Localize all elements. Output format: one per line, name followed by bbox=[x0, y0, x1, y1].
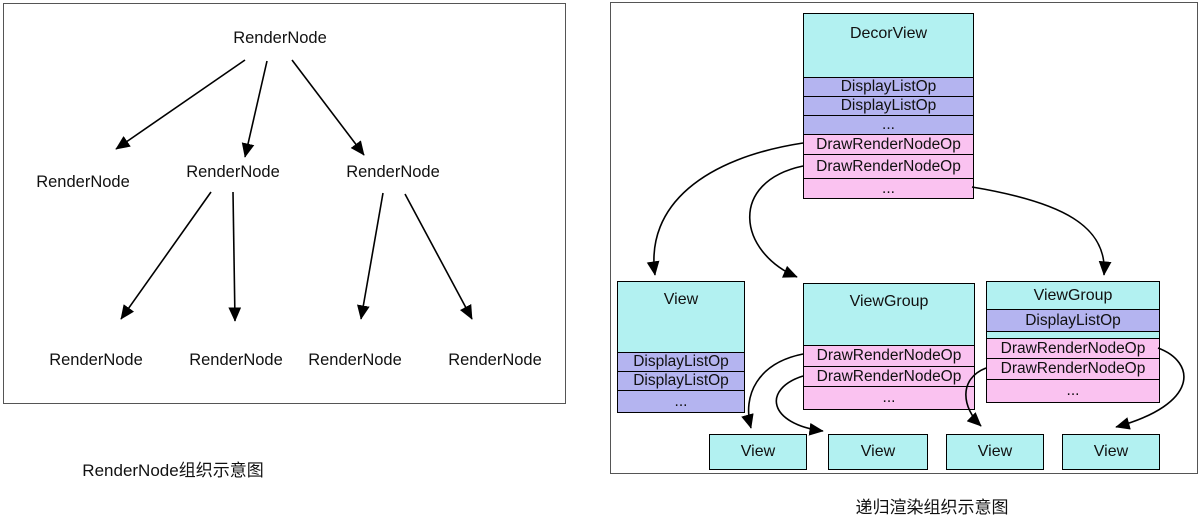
drawrendernodeop-row: DrawRenderNodeOp bbox=[804, 366, 974, 386]
ellipsis-row: ... bbox=[618, 390, 744, 412]
viewgroup-title: ViewGroup bbox=[987, 282, 1159, 309]
drawrendernodeop-row: DrawRenderNodeOp bbox=[804, 154, 973, 178]
left-diagram-caption: RenderNode组织示意图 bbox=[82, 461, 264, 480]
leaf-view-box: View bbox=[946, 434, 1044, 470]
tree-level3-node: RenderNode bbox=[49, 351, 143, 369]
viewgroup-title: ViewGroup bbox=[804, 284, 974, 345]
displaylistop-row: DisplayListOp bbox=[618, 352, 744, 371]
viewgroup-stack-right: ViewGroup DisplayListOp DrawRenderNodeOp… bbox=[986, 281, 1160, 403]
leaf-view-box: View bbox=[709, 434, 807, 470]
right-diagram-caption: 递归渲染组织示意图 bbox=[855, 498, 1009, 517]
tree-root-node: RenderNode bbox=[233, 29, 327, 47]
tree-level2-node: RenderNode bbox=[36, 173, 130, 191]
leaf-view-box: View bbox=[1062, 434, 1160, 470]
tree-level3-node: RenderNode bbox=[189, 351, 283, 369]
ellipsis-row: ... bbox=[987, 379, 1159, 402]
tree-level3-node: RenderNode bbox=[448, 351, 542, 369]
tree-level3-node: RenderNode bbox=[308, 351, 402, 369]
viewgroup-stack-middle: ViewGroup DrawRenderNodeOp DrawRenderNod… bbox=[803, 283, 975, 410]
drawrendernodeop-row: DrawRenderNodeOp bbox=[987, 358, 1159, 379]
displaylistop-row: DisplayListOp bbox=[804, 96, 973, 115]
ellipsis-row: ... bbox=[804, 386, 974, 409]
rendernode-tree-panel bbox=[3, 3, 566, 404]
drawrendernodeop-row: DrawRenderNodeOp bbox=[804, 345, 974, 366]
tree-level2-node: RenderNode bbox=[186, 163, 280, 181]
decorview-stack: DecorView DisplayListOp DisplayListOp ..… bbox=[803, 13, 974, 199]
view-stack-title: View bbox=[618, 282, 744, 352]
tree-level2-node: RenderNode bbox=[346, 163, 440, 181]
view-stack: View DisplayListOp DisplayListOp ... bbox=[617, 281, 745, 413]
ellipsis-row: ... bbox=[804, 178, 973, 198]
drawrendernodeop-row: DrawRenderNodeOp bbox=[804, 134, 973, 154]
spacer-row bbox=[987, 331, 1159, 338]
displaylistop-row: DisplayListOp bbox=[618, 371, 744, 390]
ellipsis-row: ... bbox=[804, 115, 973, 134]
drawrendernodeop-row: DrawRenderNodeOp bbox=[987, 338, 1159, 358]
decorview-title: DecorView bbox=[804, 14, 973, 77]
displaylistop-row: DisplayListOp bbox=[804, 77, 973, 96]
leaf-view-box: View bbox=[828, 434, 928, 470]
displaylistop-row: DisplayListOp bbox=[987, 309, 1159, 331]
